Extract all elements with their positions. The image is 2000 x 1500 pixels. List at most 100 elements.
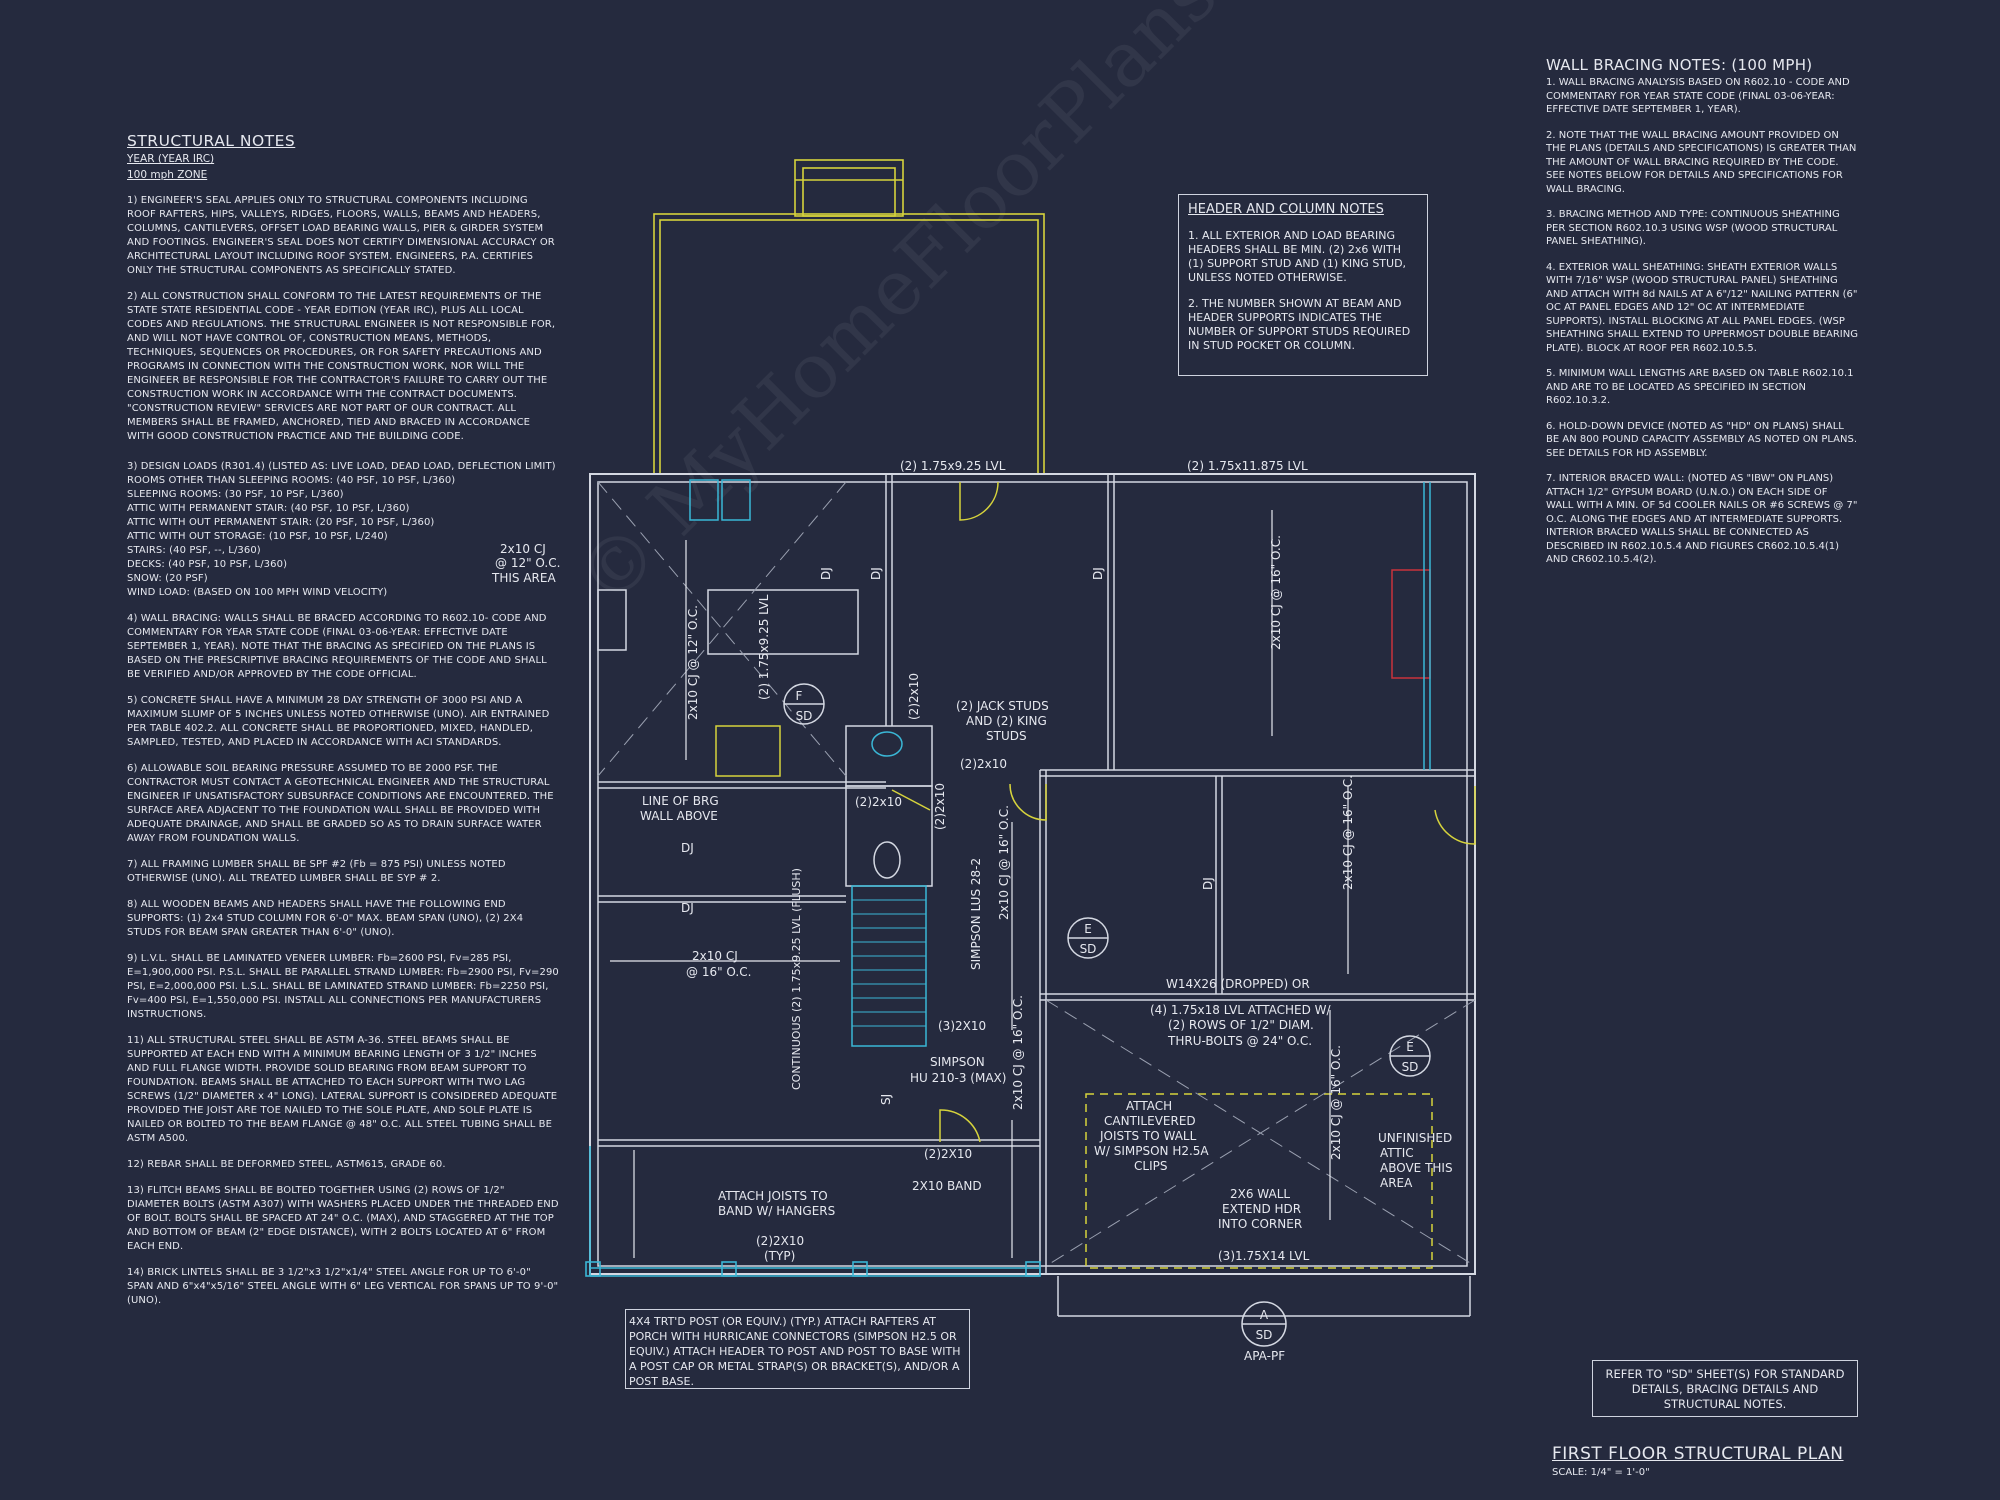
- simpson-hu-label-1: SIMPSON: [930, 1055, 985, 1069]
- kitchen-island: [707, 589, 859, 655]
- dj-label-6: DJ: [681, 901, 694, 915]
- header-column-notes: HEADER AND COLUMN NOTES 1. ALL EXTERIOR …: [1178, 194, 1428, 376]
- jack-studs-label-2: AND (2) KING: [966, 714, 1047, 728]
- design-load-9: WIND LOAD: (BASED ON 100 MPH WIND VELOCI…: [127, 587, 388, 598]
- note-8: 8) ALL WOODEN BEAMS AND HEADERS SHALL HA…: [127, 899, 524, 938]
- attach-cant-label-2: CANTILEVERED: [1104, 1114, 1196, 1128]
- porch-post-note: 4X4 TRT'D POST (OR EQUIV.) (TYP.) ATTACH…: [625, 1309, 970, 1389]
- attach-cant-label-5: CLIPS: [1134, 1159, 1167, 1173]
- section-e-sheet: SD: [1080, 942, 1097, 956]
- section-f-letter: F: [796, 689, 803, 703]
- lvl-bolts-label-3: THRU-BOLTS @ 24" O.C.: [1167, 1034, 1312, 1048]
- wall-bracing-note-5: 5. MINIMUM WALL LENGTHS ARE BASED ON TAB…: [1546, 368, 1854, 406]
- dj-label-4: DJ: [1201, 877, 1215, 890]
- plan-linework: [585, 159, 1476, 1347]
- unfinished-label-1: UNFINISHED: [1378, 1131, 1452, 1145]
- unfinished-label-4: AREA: [1380, 1176, 1413, 1190]
- note-3: 3) DESIGN LOADS (R301.4) (LISTED AS: LIV…: [127, 460, 559, 600]
- lvl-bolts-label-1: (4) 1.75x18 LVL ATTACHED W/: [1150, 1003, 1331, 1017]
- design-load-7: DECKS: (40 PSF, 10 PSF, L/360): [127, 559, 288, 570]
- note-1: 1) ENGINEER'S SEAL APPLIES ONLY TO STRUC…: [127, 195, 555, 276]
- continuous-lvl-label: CONTINUOUS (2) 1.75x9.25 LVL (FLUSH): [790, 868, 803, 1090]
- attach-cant-label-4: W/ SIMPSON H2.5A: [1094, 1144, 1209, 1158]
- note-6: 6) ALLOWABLE SOIL BEARING PRESSURE ASSUM…: [127, 763, 554, 844]
- note-5: 5) CONCRETE SHALL HAVE A MINIMUM 28 DAY …: [127, 695, 550, 748]
- wall-bracing-note-2: 2. NOTE THAT THE WALL BRACING AMOUNT PRO…: [1546, 129, 1857, 195]
- exterior-wall: [589, 473, 1476, 1275]
- dj-label-3: DJ: [1091, 567, 1105, 580]
- note-7: 7) ALL FRAMING LUMBER SHALL BE SPF #2 (F…: [127, 859, 506, 884]
- kitchen-cj-label: 2x10 CJ @ 12" O.C.: [686, 605, 700, 720]
- wall-2x6-label-2: EXTEND HDR: [1222, 1202, 1301, 1216]
- design-load-3: ATTIC WITH PERMANENT STAIR: (40 PSF, 10 …: [127, 503, 410, 514]
- jack-studs-label-3: STUDS: [986, 729, 1027, 743]
- section-a-letter: A: [1260, 1308, 1269, 1322]
- header-label-4: (2)2x10: [933, 783, 947, 830]
- refer-note: REFER TO "SD" SHEET(S) FOR STANDARD DETA…: [1592, 1360, 1858, 1417]
- note-12: 12) REBAR SHALL BE DEFORMED STEEL, ASTM6…: [127, 1159, 446, 1170]
- stair-run: [851, 885, 927, 1047]
- line-brg-label-2: WALL ABOVE: [640, 809, 718, 823]
- design-load-4: ATTIC WITH OUT PERMANENT STAIR: (20 PSF,…: [127, 517, 435, 528]
- h2-2x10-label: (2)2X10: [924, 1147, 972, 1161]
- wall-bracing-notes: WALL BRACING NOTES: (100 MPH) 1. WALL BR…: [1546, 56, 1858, 579]
- w14-label: W14X26 (DROPPED) OR: [1166, 977, 1310, 991]
- cantilever-area: [1085, 1093, 1433, 1269]
- beam-label-top-2: (2) 1.75x11.875 LVL: [1187, 459, 1308, 473]
- simpson-hu-label-2: HU 210-3 (MAX): [910, 1071, 1006, 1085]
- range-icon: [597, 589, 627, 651]
- section-e2-sheet: SD: [1402, 1060, 1419, 1074]
- structural-notes-title: STRUCTURAL NOTES: [127, 132, 296, 150]
- unfinished-label-3: ABOVE THIS: [1380, 1161, 1453, 1175]
- beam-label-top-1: (2) 1.75x9.25 LVL: [900, 459, 1006, 473]
- apa-label: APA-PF: [1244, 1349, 1285, 1363]
- cj-left-mid-label-2: @ 16" O.C.: [686, 965, 751, 979]
- header-label-2: (2)2x10: [960, 757, 1007, 771]
- wall-bracing-note-3: 3. BRACING METHOD AND TYPE: CONTINUOUS S…: [1546, 209, 1840, 247]
- header-column-note-1: 1. ALL EXTERIOR AND LOAD BEARING HEADERS…: [1188, 229, 1407, 284]
- sink-icon: [689, 479, 719, 521]
- wall-2x6-label-3: INTO CORNER: [1218, 1217, 1302, 1231]
- dj-label-5: DJ: [681, 841, 694, 855]
- design-load-6: STAIRS: (40 PSF, --, L/360): [127, 545, 261, 556]
- attach-joists-label-1: ATTACH JOISTS TO: [718, 1189, 828, 1203]
- wall-2x6-label-1: 2X6 WALL: [1230, 1187, 1290, 1201]
- attach-joists-label-2: BAND W/ HANGERS: [718, 1204, 835, 1218]
- porch-header-label-2: (TYP): [764, 1249, 795, 1263]
- cj16-garage-label: 2x10 CJ @ 16" O.C.: [1329, 1045, 1343, 1160]
- sj-label: SJ: [879, 1094, 893, 1105]
- attach-cant-label-3: JOISTS TO WALL: [1099, 1129, 1197, 1143]
- section-e-letter: E: [1084, 922, 1092, 936]
- front-porch: [653, 159, 1045, 475]
- plan-labels: (2) 1.75x9.25 LVL (2) 1.75x11.875 LVL 2x…: [491, 459, 1453, 1363]
- header-label-1: (2)2x10: [907, 673, 921, 720]
- section-a-sheet: SD: [1256, 1328, 1273, 1342]
- rear-porch: [585, 1146, 1041, 1277]
- band-label: 2X10 BAND: [912, 1179, 982, 1193]
- note-2: 2) ALL CONSTRUCTION SHALL CONFORM TO THE…: [127, 291, 556, 442]
- cj16-right-top-label: 2x10 CJ @ 16" O.C.: [1269, 535, 1283, 650]
- design-load-2: SLEEPING ROOMS: (30 PSF, 10 PSF, L/360): [127, 489, 344, 500]
- section-f-sheet: SD: [796, 709, 813, 723]
- cj16-center2-label: 2x10 CJ @ 16" O.C.: [1011, 995, 1025, 1110]
- note-11: 11) ALL STRUCTURAL STEEL SHALL BE ASTM A…: [127, 1035, 558, 1144]
- simpson-lus-label: SIMPSON LUS 28-2: [969, 858, 983, 970]
- dj-label-2: DJ: [869, 567, 883, 580]
- lvl-vertical-label: (2) 1.75x9.25 LVL: [757, 594, 771, 700]
- design-load-8: SNOW: (20 PSF): [127, 573, 208, 584]
- header-label-3: (2)2x10: [855, 795, 902, 809]
- note-3-heading: 3) DESIGN LOADS (R301.4) (LISTED AS: LIV…: [127, 461, 556, 472]
- structural-notes-wind-zone: 100 mph ZONE: [127, 169, 208, 181]
- note-9: 9) L.V.L. SHALL BE LAMINATED VENEER LUMB…: [127, 953, 559, 1020]
- washer-icon: [715, 725, 781, 777]
- cj-area-label-1: 2x10 CJ: [500, 542, 546, 556]
- cj16-center-label: 2x10 CJ @ 16" O.C.: [997, 805, 1011, 920]
- cj-area-label-3: THIS AREA: [491, 571, 556, 585]
- wall-bracing-note-6: 6. HOLD-DOWN DEVICE (NOTED AS "HD" ON PL…: [1546, 420, 1858, 459]
- header-column-title: HEADER AND COLUMN NOTES: [1188, 202, 1384, 217]
- structural-notes: STRUCTURAL NOTES YEAR (YEAR IRC) 100 mph…: [127, 132, 559, 1308]
- design-load-5: ATTIC WITH OUT STORAGE: (10 PSF, 10 PSF,…: [127, 531, 388, 542]
- toilet-icon-2: [873, 841, 901, 879]
- plan-scale: SCALE: 1/4" = 1'-0": [1552, 1467, 1650, 1478]
